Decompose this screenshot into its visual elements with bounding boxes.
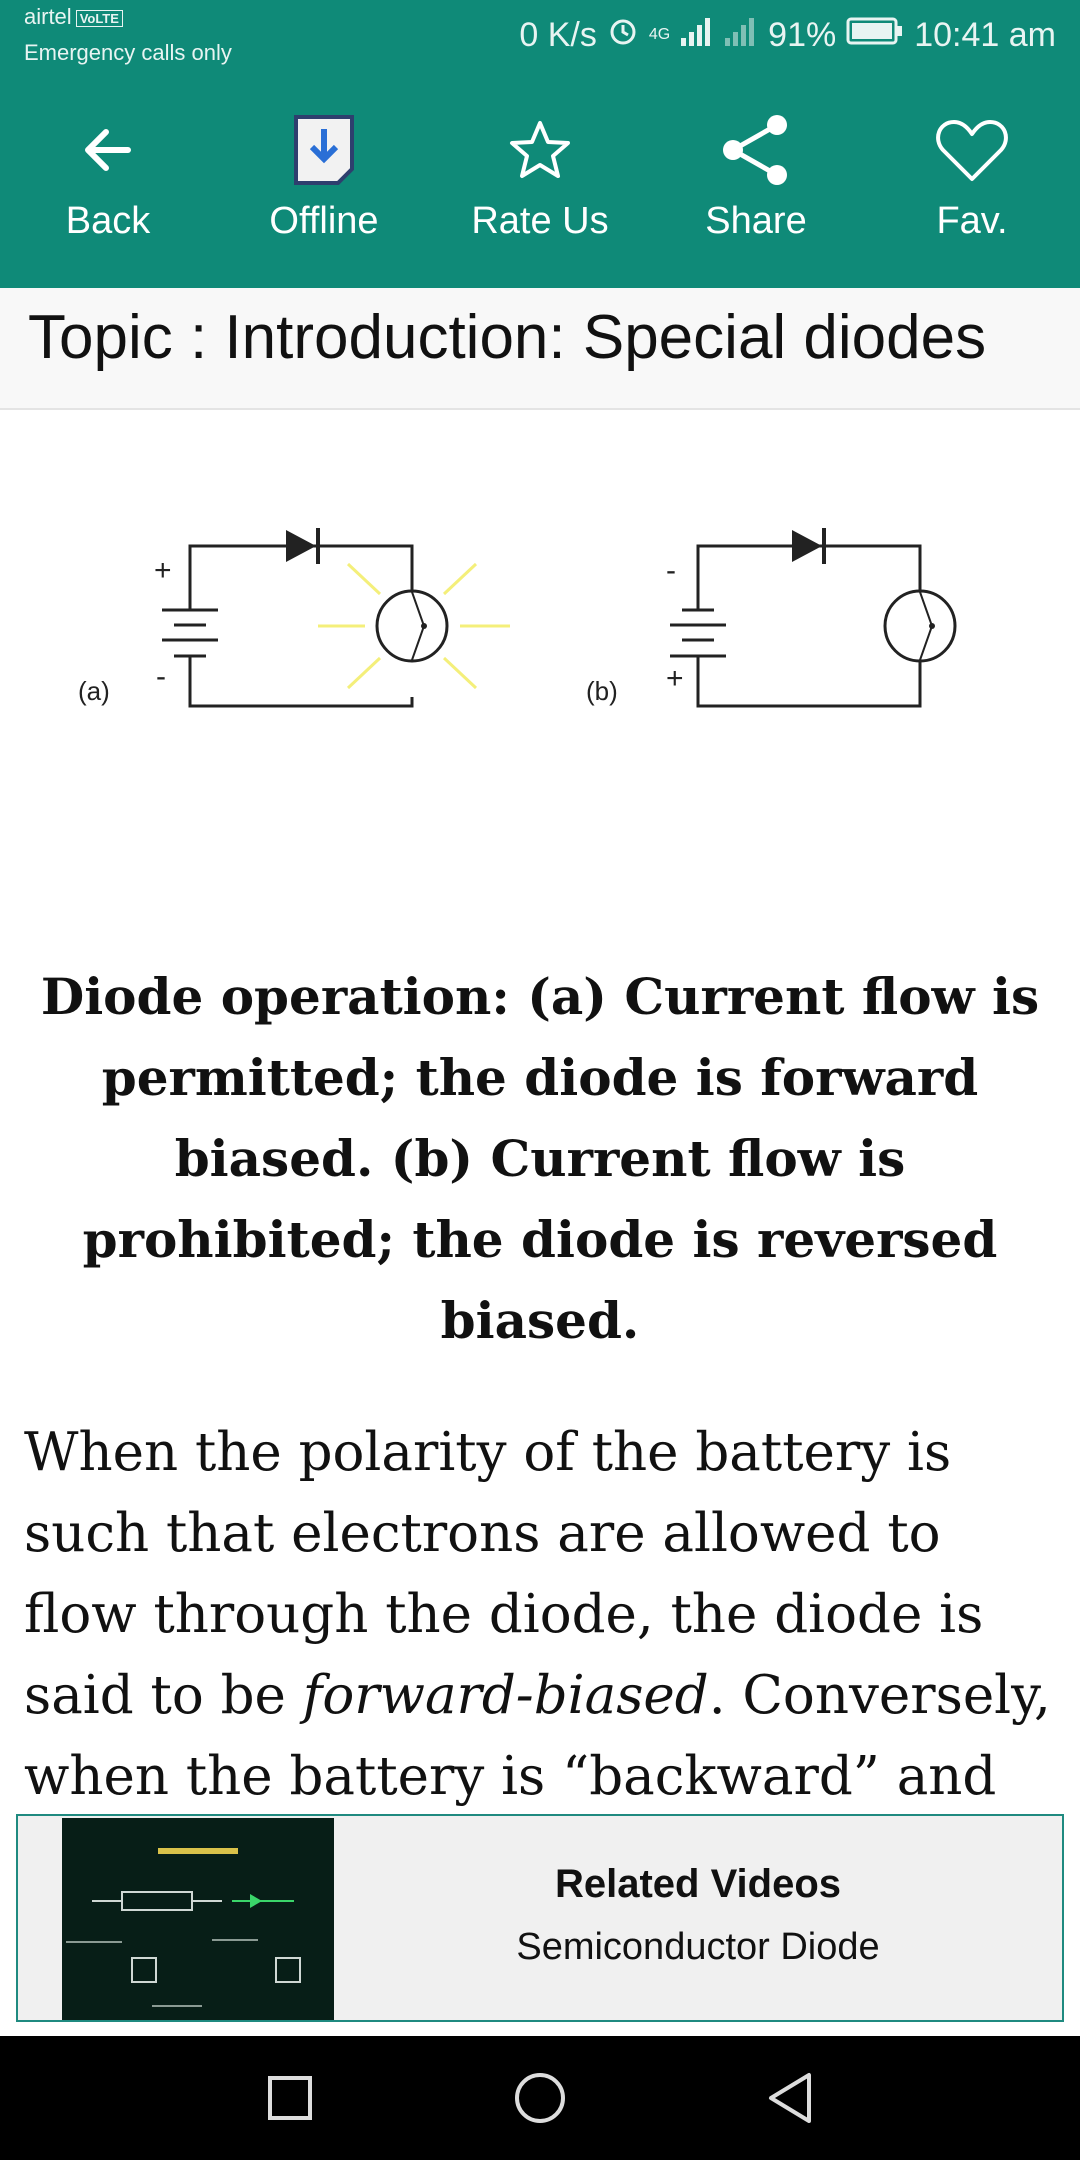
figure-caption: Diode operation: (a) Current flow is per… <box>40 967 1040 1350</box>
triangle-back-icon <box>769 2073 811 2123</box>
square-icon <box>268 2076 312 2120</box>
share-button[interactable]: Share <box>648 72 864 288</box>
minus-a: - <box>156 660 166 693</box>
video-thumbnail[interactable] <box>62 1818 334 2020</box>
status-icons: 0 K/s 4G 91% 10:41 am <box>519 10 1056 60</box>
clock: 10:41 am <box>914 15 1056 54</box>
back-button[interactable]: Back <box>0 72 216 288</box>
carrier-name: airtel <box>24 4 72 29</box>
network-speed: 0 K/s <box>519 15 597 54</box>
signal-icon-sim2 <box>724 16 758 55</box>
label-a: (a) <box>78 676 110 706</box>
emergency-text: Emergency calls only <box>24 40 232 65</box>
back-arrow-icon <box>68 110 148 190</box>
offline-label: Offline <box>269 200 379 242</box>
topic-title: Topic : Introduction: Special diodes <box>28 303 987 372</box>
related-video-name: Semiconductor Diode <box>516 1926 880 1968</box>
home-button[interactable] <box>510 2068 570 2128</box>
thumbnail-image <box>62 1818 334 2020</box>
system-back-button[interactable] <box>760 2068 820 2128</box>
back-label: Back <box>65 200 151 242</box>
battery-percent: 91% <box>768 15 837 54</box>
circuit-b: (b) - + <box>586 528 957 708</box>
signal-icon <box>680 16 714 55</box>
share-icon <box>716 110 796 190</box>
body-text-1: When the polarity of the battery is such… <box>24 1422 984 1726</box>
heart-icon <box>932 110 1012 190</box>
diode-circuit-diagram: (a) + - (b) - <box>40 480 1040 760</box>
topic-header: Topic : Introduction: Special diodes <box>0 288 1080 410</box>
battery-icon <box>846 16 904 55</box>
label-b: (b) <box>586 676 618 706</box>
circle-icon <box>515 2073 565 2123</box>
favorite-button[interactable]: Fav. <box>864 72 1080 288</box>
star-icon <box>500 110 580 190</box>
circuit-figure: (a) + - (b) - <box>78 528 957 708</box>
related-videos-banner[interactable]: Related Videos Semiconductor Diode <box>16 1814 1064 2022</box>
rate-us-label: Rate Us <box>471 200 609 242</box>
recent-apps-button[interactable] <box>260 2068 320 2128</box>
plus-b: + <box>666 662 684 695</box>
favorite-label: Fav. <box>936 200 1008 242</box>
action-toolbar: Back Offline Rate Us Share Fav. <box>0 72 1080 288</box>
volte-badge: VoLTE <box>75 9 123 27</box>
rate-us-button[interactable]: Rate Us <box>432 72 648 288</box>
circuit-a: (a) + - <box>78 528 510 708</box>
system-nav-bar <box>0 2036 1080 2160</box>
offline-button[interactable]: Offline <box>216 72 432 288</box>
related-videos-title: Related Videos <box>554 1862 842 1906</box>
alarm-icon <box>607 15 639 56</box>
minus-b: - <box>666 554 676 587</box>
plus-a: + <box>154 554 172 587</box>
article-body: When the polarity of the battery is such… <box>24 1412 1064 1898</box>
body-emphasis: forward-biased <box>302 1665 709 1726</box>
download-icon <box>284 110 364 190</box>
network-type: 4G <box>648 26 671 43</box>
share-label: Share <box>705 200 807 242</box>
